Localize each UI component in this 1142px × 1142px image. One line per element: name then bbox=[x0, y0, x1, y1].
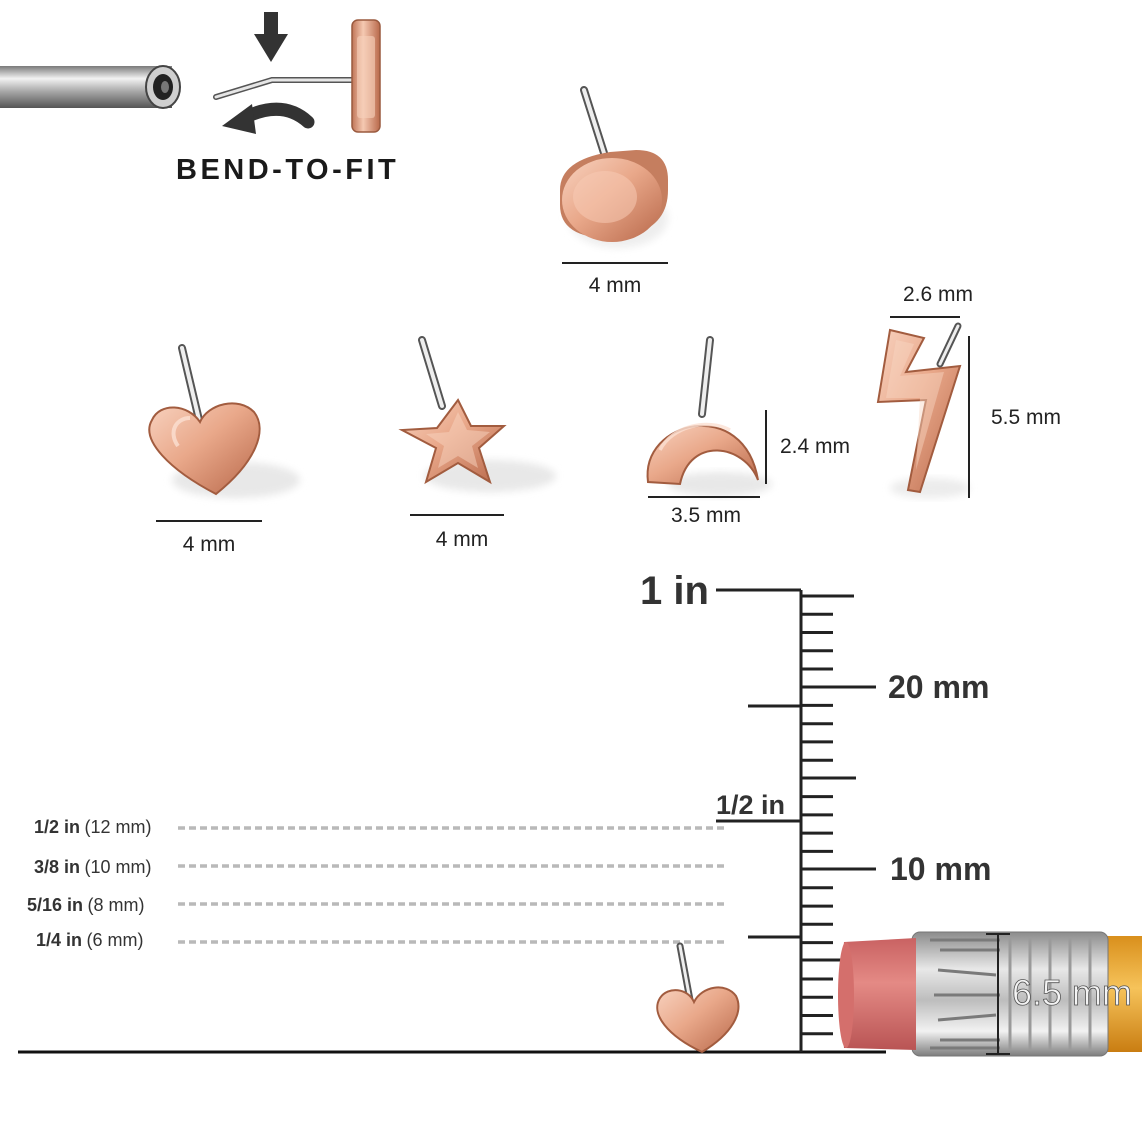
svg-text:3/8 in (10 mm): 3/8 in (10 mm) bbox=[34, 857, 151, 877]
round-top-stud bbox=[560, 86, 668, 248]
star-width-label: 4 mm bbox=[436, 528, 489, 551]
one-inch-label: 1 in bbox=[640, 569, 709, 613]
svg-text:1/2 in (12 mm): 1/2 in (12 mm) bbox=[34, 817, 151, 837]
insertion-tube bbox=[0, 65, 181, 109]
bent-post-stud bbox=[213, 19, 381, 133]
svg-text:5/16 in (8 mm): 5/16 in (8 mm) bbox=[27, 895, 144, 915]
post-length-guide-10mm: 3/8 in (10 mm) bbox=[34, 857, 728, 877]
length-mm-label: (6 mm) bbox=[86, 930, 143, 950]
pencil-width-label: 6.5 mm bbox=[1012, 972, 1132, 1013]
moon-height-label: 2.4 mm bbox=[780, 435, 850, 458]
half-inch-label: 1/2 in bbox=[716, 790, 785, 820]
length-inch-label: 1/2 in bbox=[34, 817, 80, 837]
post-length-guide-6mm: 1/4 in (6 mm) bbox=[36, 930, 728, 950]
lightning-bolt-top-stud bbox=[876, 322, 970, 498]
length-mm-label: (10 mm) bbox=[84, 857, 151, 877]
bolt-height-label: 5.5 mm bbox=[991, 406, 1061, 429]
post-length-guide-12mm: 1/2 in (12 mm) bbox=[34, 817, 728, 837]
star-top-stud bbox=[398, 336, 556, 492]
down-arrow-icon bbox=[254, 12, 288, 62]
post-length-guide-8mm: 5/16 in (8 mm) bbox=[27, 895, 728, 915]
ruler bbox=[18, 588, 886, 1054]
pencil-reference bbox=[838, 931, 1142, 1057]
twenty-mm-label: 20 mm bbox=[888, 669, 989, 705]
crescent-moon-top-stud bbox=[646, 336, 772, 496]
svg-text:1/4 in (6 mm): 1/4 in (6 mm) bbox=[36, 930, 143, 950]
moon-width-label: 3.5 mm bbox=[671, 504, 741, 527]
curved-left-arrow-icon bbox=[222, 102, 315, 134]
heart-width-label: 4 mm bbox=[183, 533, 236, 556]
bolt-width-label: 2.6 mm bbox=[903, 283, 973, 306]
length-mm-label: (8 mm) bbox=[87, 895, 144, 915]
length-inch-label: 3/8 in bbox=[34, 857, 80, 877]
round-width-label: 4 mm bbox=[589, 274, 642, 297]
length-inch-label: 1/4 in bbox=[36, 930, 82, 950]
length-inch-label: 5/16 in bbox=[27, 895, 83, 915]
length-mm-label: (12 mm) bbox=[84, 817, 151, 837]
heart-stud-on-scale bbox=[656, 942, 740, 1054]
ten-mm-label: 10 mm bbox=[890, 851, 991, 887]
bend-to-fit-label: BEND-TO-FIT bbox=[176, 154, 399, 186]
heart-top-stud bbox=[148, 344, 300, 498]
